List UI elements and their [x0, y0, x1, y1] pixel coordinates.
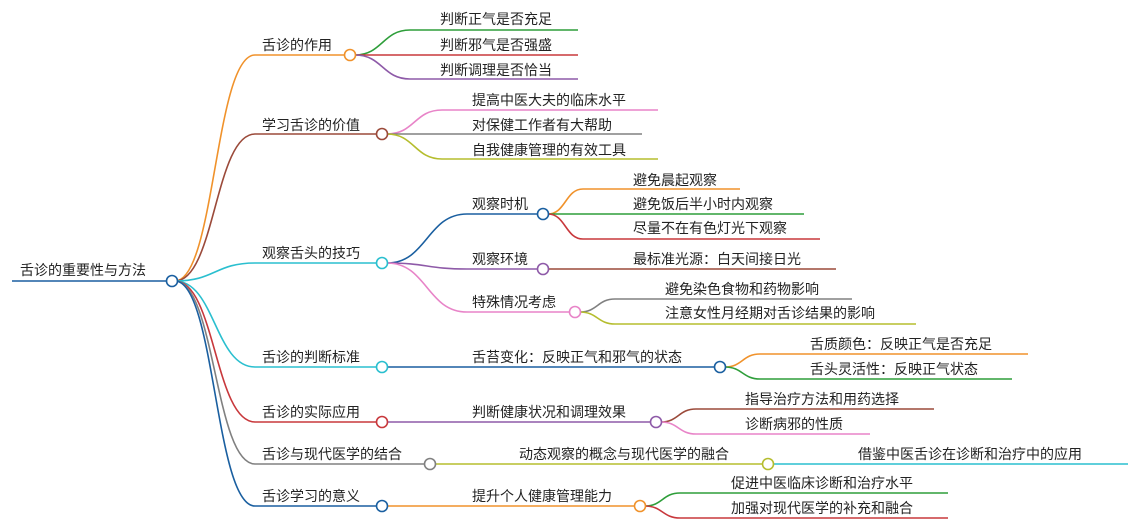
edge-root-b1 — [174, 54, 256, 282]
node-b2 — [375, 127, 389, 141]
leaf-label-b1c1[interactable]: 判断正气是否充足 — [440, 12, 552, 28]
edge-b3c1-b3c1a — [547, 188, 584, 215]
edge-b3c1-b3c1c — [547, 213, 584, 240]
leaf-label-b3c1c[interactable]: 尽量不在有色灯光下观察 — [633, 220, 787, 237]
edge-b1-b1c1 — [354, 29, 411, 56]
edge-b7c1-b7c1a — [644, 492, 681, 507]
root-label[interactable]: 舌诊的重要性与方法 — [20, 263, 146, 279]
node-b7c1 — [633, 499, 647, 513]
branch-label-b6[interactable]: 舌诊与现代医学的结合 — [262, 447, 402, 463]
nodes-layer — [165, 48, 775, 513]
labels-layer: 舌诊的重要性与方法 舌诊的作用 学习舌诊的价值 观察舌头的技巧 舌诊的判断标准 … — [20, 12, 1082, 517]
edge-b4c1-b4c1a — [724, 353, 761, 368]
edge-b4c1-b4c1b — [724, 366, 761, 380]
sub-label-b5c1[interactable]: 判断健康状况和调理效果 — [472, 404, 626, 421]
node-b3c2 — [536, 262, 550, 276]
node-b5 — [375, 415, 389, 429]
sub-label-b6c1[interactable]: 动态观察的概念与现代医学的融合 — [519, 446, 729, 463]
edge-root-b5 — [174, 280, 256, 423]
node-b5c1 — [649, 415, 663, 429]
edge-root-b6 — [174, 280, 256, 465]
leaf-label-b7c1a[interactable]: 促进中医临床诊断和治疗水平 — [731, 476, 913, 492]
leaf-label-b2c1[interactable]: 提高中医大夫的临床水平 — [472, 92, 626, 109]
branch-label-b3[interactable]: 观察舌头的技巧 — [262, 245, 360, 262]
branch-label-b5[interactable]: 舌诊的实际应用 — [262, 404, 360, 421]
leaf-label-b4c1a[interactable]: 舌质颜色：反映正气是否充足 — [810, 336, 992, 353]
leaf-label-b3c1b[interactable]: 避免饭后半小时内观察 — [633, 196, 773, 213]
edge-b3c3-b3c3a — [579, 298, 616, 313]
edge-b5c1-b5c1a — [660, 408, 697, 423]
sub-label-b4c1[interactable]: 舌苔变化：反映正气和邪气的状态 — [472, 349, 682, 366]
underlines-layer — [12, 29, 1128, 519]
leaf-label-b3c3a[interactable]: 避免染色食物和药物影响 — [665, 281, 819, 298]
sub-label-b3c2[interactable]: 观察环境 — [472, 251, 528, 268]
edges-layer — [174, 29, 808, 519]
edge-b7c1-b7c1b — [644, 505, 681, 519]
branch-label-b2[interactable]: 学习舌诊的价值 — [262, 118, 360, 134]
node-b3 — [375, 256, 389, 270]
branch-label-b4[interactable]: 舌诊的判断标准 — [262, 350, 360, 366]
edge-b3-b3c3 — [386, 262, 468, 313]
sub-label-b3c1[interactable]: 观察时机 — [472, 196, 528, 213]
edge-b3-b3c2 — [386, 262, 468, 270]
leaf-label-b3c1a[interactable]: 避免晨起观察 — [633, 172, 717, 189]
leaf-label-b3c3b[interactable]: 注意女性月经期对舌诊结果的影响 — [665, 305, 875, 322]
node-b6c1 — [761, 457, 775, 471]
leaf-label-b2c2[interactable]: 对保健工作者有大帮助 — [472, 118, 612, 134]
node-b4 — [375, 360, 389, 374]
leaf-label-b5c1b[interactable]: 诊断病邪的性质 — [745, 417, 843, 433]
edge-b2-b2c3 — [386, 133, 443, 160]
edge-b5c1-b5c1b — [660, 421, 697, 435]
node-b3c1 — [536, 207, 550, 221]
node-root — [165, 274, 179, 288]
edge-b1-b1c3 — [354, 54, 411, 80]
leaf-label-b7c1b[interactable]: 加强对现代医学的补充和融合 — [731, 501, 913, 517]
edge-b2-b2c1 — [386, 109, 443, 135]
leaf-label-b2c3[interactable]: 自我健康管理的有效工具 — [472, 142, 626, 159]
edge-b3-b3c1 — [386, 213, 468, 264]
edge-root-b3 — [174, 262, 256, 282]
node-b6 — [423, 457, 437, 471]
leaf-label-b4c1b[interactable]: 舌头灵活性：反映正气状态 — [810, 362, 978, 378]
branch-label-b7[interactable]: 舌诊学习的意义 — [262, 488, 360, 505]
branch-label-b1[interactable]: 舌诊的作用 — [262, 38, 332, 54]
leaf-label-b1c3[interactable]: 判断调理是否恰当 — [440, 63, 552, 79]
node-b3c3 — [568, 305, 582, 319]
edge-root-b2 — [174, 133, 256, 282]
node-b7 — [375, 499, 389, 513]
edge-root-b7 — [174, 280, 256, 507]
sub-label-b7c1[interactable]: 提升个人健康管理能力 — [472, 488, 612, 505]
edge-root-b4 — [174, 280, 256, 368]
leaf-label-b1c2[interactable]: 判断邪气是否强盛 — [440, 38, 552, 54]
edge-b3c3-b3c3b — [579, 311, 616, 325]
node-b1 — [343, 48, 357, 62]
node-b4c1 — [713, 360, 727, 374]
leaf-label-b6c1a[interactable]: 借鉴中医舌诊在诊断和治疗中的应用 — [858, 446, 1082, 463]
leaf-label-b5c1a[interactable]: 指导治疗方法和用药选择 — [745, 392, 899, 408]
sub-label-b3c3[interactable]: 特殊情况考虑 — [472, 295, 556, 311]
leaf-label-b3c2a[interactable]: 最标准光源：白天间接日光 — [633, 251, 801, 268]
